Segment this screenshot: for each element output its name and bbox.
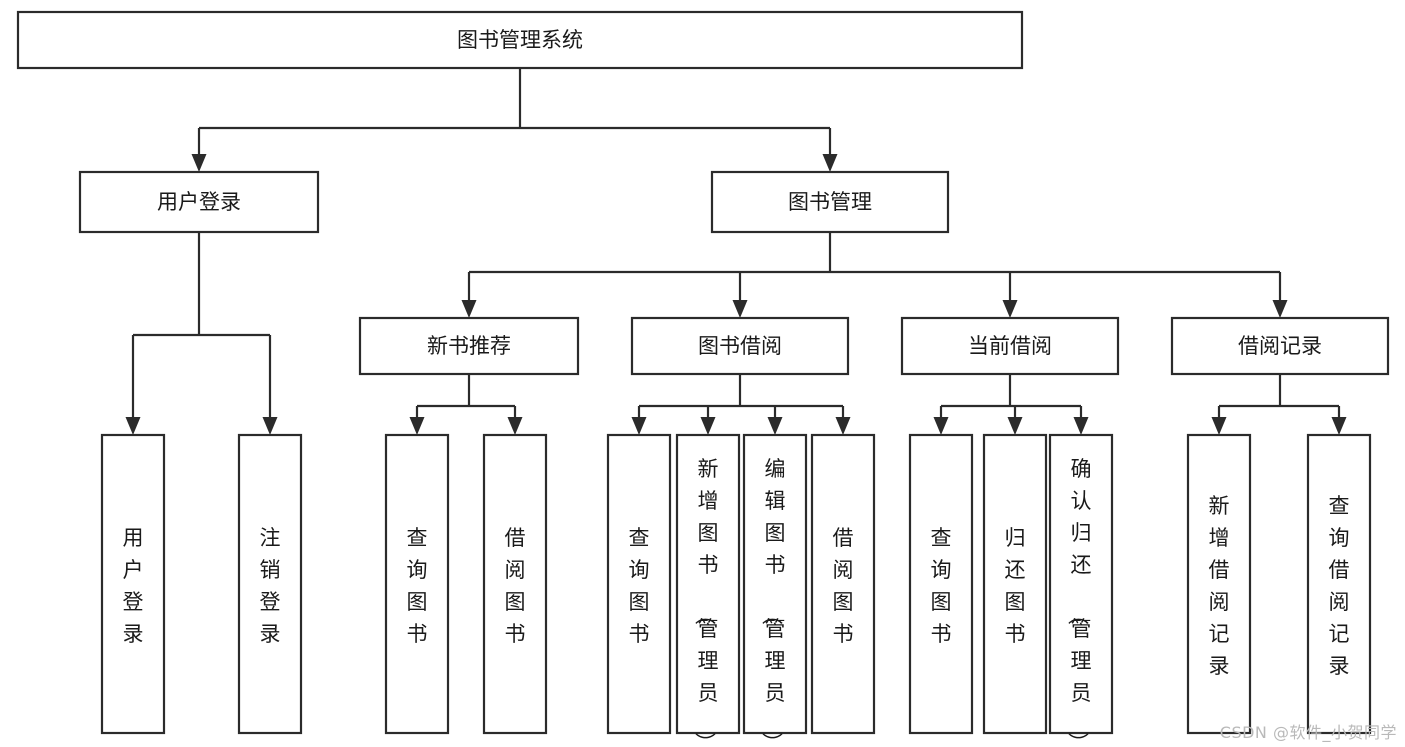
connector-group-borrow-record bbox=[1211, 374, 1347, 435]
node-leaf-return-book[interactable]: 归还图书 bbox=[982, 433, 1048, 735]
arrow-head-icon bbox=[732, 300, 748, 318]
node-label-leaf-confirm-return-admin: 确认归还（管理员） bbox=[1066, 457, 1092, 747]
connector-group-root bbox=[191, 68, 838, 172]
arrow-head-icon bbox=[1211, 417, 1227, 435]
arrow-head-icon bbox=[125, 417, 141, 435]
node-leaf-borrow-book-new[interactable]: 借阅图书 bbox=[482, 433, 548, 735]
connector-group-book-manage bbox=[461, 232, 1288, 318]
node-leaf-edit-book-admin[interactable]: 编辑图书（管理员） bbox=[742, 433, 808, 747]
node-label-current-borrow: 当前借阅 bbox=[968, 334, 1052, 358]
node-leaf-query-book-new[interactable]: 查询图书 bbox=[384, 433, 450, 735]
node-current-borrow[interactable]: 当前借阅 bbox=[900, 316, 1120, 376]
node-label-leaf-add-borrow-record: 新增借阅记录 bbox=[1209, 494, 1230, 678]
node-label-leaf-return-book: 归还图书 bbox=[1005, 526, 1026, 646]
node-box-leaf-add-book-admin[interactable] bbox=[675, 433, 741, 735]
node-label-leaf-add-book-admin: 新增图书（管理员） bbox=[693, 457, 719, 747]
arrow-head-icon bbox=[409, 417, 425, 435]
arrow-head-icon bbox=[767, 417, 783, 435]
node-leaf-query-borrow-record[interactable]: 查询借阅记录 bbox=[1306, 433, 1372, 735]
node-leaf-add-borrow-record[interactable]: 新增借阅记录 bbox=[1186, 433, 1252, 735]
arrow-head-icon bbox=[262, 417, 278, 435]
node-box-new-book-recommend[interactable] bbox=[358, 316, 580, 376]
arrow-head-icon bbox=[507, 417, 523, 435]
node-label-leaf-edit-book-admin: 编辑图书（管理员） bbox=[760, 457, 786, 747]
node-label-leaf-user-login: 用户登录 bbox=[123, 526, 144, 646]
node-label-book-manage: 图书管理 bbox=[788, 190, 872, 214]
node-box-leaf-user-login[interactable] bbox=[100, 433, 166, 735]
node-leaf-user-login[interactable]: 用户登录 bbox=[100, 433, 166, 735]
node-box-book-borrow[interactable] bbox=[630, 316, 850, 376]
node-box-root[interactable] bbox=[16, 10, 1024, 70]
node-label-borrow-record: 借阅记录 bbox=[1238, 334, 1322, 358]
node-label-leaf-borrow-book: 借阅图书 bbox=[833, 526, 854, 646]
node-box-leaf-return-book[interactable] bbox=[982, 433, 1048, 735]
node-root[interactable]: 图书管理系统 bbox=[16, 10, 1024, 70]
arrow-head-icon bbox=[631, 417, 647, 435]
node-leaf-add-book-admin[interactable]: 新增图书（管理员） bbox=[675, 433, 741, 747]
node-label-leaf-user-logout: 注销登录 bbox=[260, 526, 281, 646]
node-label-book-borrow: 图书借阅 bbox=[698, 334, 782, 358]
node-label-root: 图书管理系统 bbox=[457, 28, 583, 52]
arrow-head-icon bbox=[1007, 417, 1023, 435]
connector-group-current-borrow bbox=[933, 374, 1089, 435]
node-borrow-record[interactable]: 借阅记录 bbox=[1170, 316, 1390, 376]
node-label-leaf-query-borrow-record: 查询借阅记录 bbox=[1329, 494, 1350, 678]
arrow-head-icon bbox=[700, 417, 716, 435]
node-leaf-user-logout[interactable]: 注销登录 bbox=[237, 433, 303, 735]
node-leaf-confirm-return-admin[interactable]: 确认归还（管理员） bbox=[1048, 433, 1114, 747]
node-box-leaf-borrow-book-new[interactable] bbox=[482, 433, 548, 735]
node-box-leaf-query-book-current[interactable] bbox=[908, 433, 974, 735]
node-box-leaf-query-book-borrow[interactable] bbox=[606, 433, 672, 735]
node-box-leaf-query-borrow-record[interactable] bbox=[1306, 433, 1372, 735]
node-user-login[interactable]: 用户登录 bbox=[78, 170, 320, 234]
node-box-current-borrow[interactable] bbox=[900, 316, 1120, 376]
node-label-user-login: 用户登录 bbox=[157, 190, 241, 214]
connector-layer bbox=[125, 68, 1347, 435]
node-new-book-recommend[interactable]: 新书推荐 bbox=[358, 316, 580, 376]
node-label-new-book-recommend: 新书推荐 bbox=[427, 334, 511, 358]
arrow-head-icon bbox=[1272, 300, 1288, 318]
arrow-head-icon bbox=[1331, 417, 1347, 435]
node-leaf-query-book-borrow[interactable]: 查询图书 bbox=[606, 433, 672, 735]
node-box-book-manage[interactable] bbox=[710, 170, 950, 234]
connector-group-book-borrow bbox=[631, 374, 851, 435]
connector-group-user-login bbox=[125, 232, 278, 435]
node-label-leaf-borrow-book-new: 借阅图书 bbox=[505, 526, 526, 646]
node-box-leaf-add-borrow-record[interactable] bbox=[1186, 433, 1252, 735]
connector-group-new-book-recommend bbox=[409, 374, 523, 435]
arrow-head-icon bbox=[1002, 300, 1018, 318]
node-label-leaf-query-book-new: 查询图书 bbox=[407, 526, 428, 646]
arrow-head-icon bbox=[835, 417, 851, 435]
node-box-leaf-query-book-new[interactable] bbox=[384, 433, 450, 735]
arrow-head-icon bbox=[822, 154, 838, 172]
node-box-leaf-confirm-return-admin[interactable] bbox=[1048, 433, 1114, 735]
node-box-leaf-user-logout[interactable] bbox=[237, 433, 303, 735]
node-label-leaf-query-book-borrow: 查询图书 bbox=[629, 526, 650, 646]
node-layer: 图书管理系统用户登录图书管理新书推荐图书借阅当前借阅借阅记录用户登录注销登录查询… bbox=[16, 10, 1390, 747]
node-box-user-login[interactable] bbox=[78, 170, 320, 234]
node-book-manage[interactable]: 图书管理 bbox=[710, 170, 950, 234]
arrow-head-icon bbox=[933, 417, 949, 435]
node-leaf-query-book-current[interactable]: 查询图书 bbox=[908, 433, 974, 735]
node-box-leaf-edit-book-admin[interactable] bbox=[742, 433, 808, 735]
node-book-borrow[interactable]: 图书借阅 bbox=[630, 316, 850, 376]
node-label-leaf-query-book-current: 查询图书 bbox=[931, 526, 952, 646]
arrow-head-icon bbox=[1073, 417, 1089, 435]
node-box-borrow-record[interactable] bbox=[1170, 316, 1390, 376]
node-leaf-borrow-book[interactable]: 借阅图书 bbox=[810, 433, 876, 735]
watermark-label: CSDN @软件_小贺同学 bbox=[1219, 723, 1397, 742]
arrow-head-icon bbox=[191, 154, 207, 172]
node-box-leaf-borrow-book[interactable] bbox=[810, 433, 876, 735]
arrow-head-icon bbox=[461, 300, 477, 318]
